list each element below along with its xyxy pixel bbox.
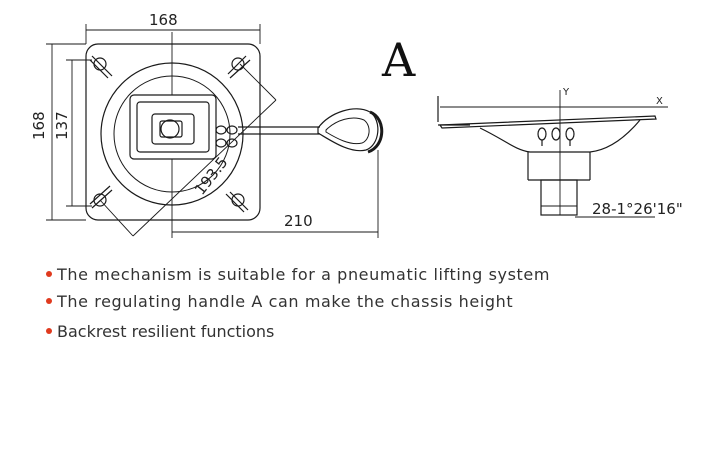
handle-grip (317, 108, 379, 152)
feature-list: The mechanism is suitable for a pneumati… (46, 262, 550, 341)
dim-left-height: 168 (30, 111, 48, 140)
dim-top-width: 168 (149, 11, 178, 29)
dim-handle-length: 210 (284, 212, 313, 230)
chair-mechanism-drawing: 168 168 137 210 193.5 A Y X 28-1°26'16" (30, 11, 683, 238)
corner-bolt-br (225, 191, 249, 213)
center-block (129, 94, 217, 160)
feature-item: The regulating handle A can make the cha… (46, 291, 550, 311)
feature-item: Backrest resilient functions (46, 321, 550, 341)
feature-text: The mechanism is suitable for a pneumati… (57, 264, 551, 284)
axis-y-label: Y (562, 87, 570, 98)
dim-inner-height: 137 (53, 111, 71, 140)
side-view (437, 90, 668, 218)
base-plate (85, 43, 261, 221)
corner-bolt-tl (89, 55, 113, 79)
axis-x-label: X (656, 96, 663, 107)
tilt-spec: 28-1°26'16" (592, 200, 683, 218)
feature-item: The mechanism is suitable for a pneumati… (46, 264, 550, 284)
bullet-icon (46, 271, 52, 277)
handle-label-a: A (381, 33, 416, 87)
feature-text: The regulating handle A can make the cha… (57, 291, 514, 311)
bullet-icon (46, 298, 52, 304)
corner-bolt-tr (227, 55, 251, 79)
feature-text: Backrest resilient functions (57, 321, 275, 341)
bullet-icon (46, 328, 52, 334)
dim-diagonal: 193.5 (191, 154, 232, 199)
corner-bolt-bl (89, 185, 113, 209)
